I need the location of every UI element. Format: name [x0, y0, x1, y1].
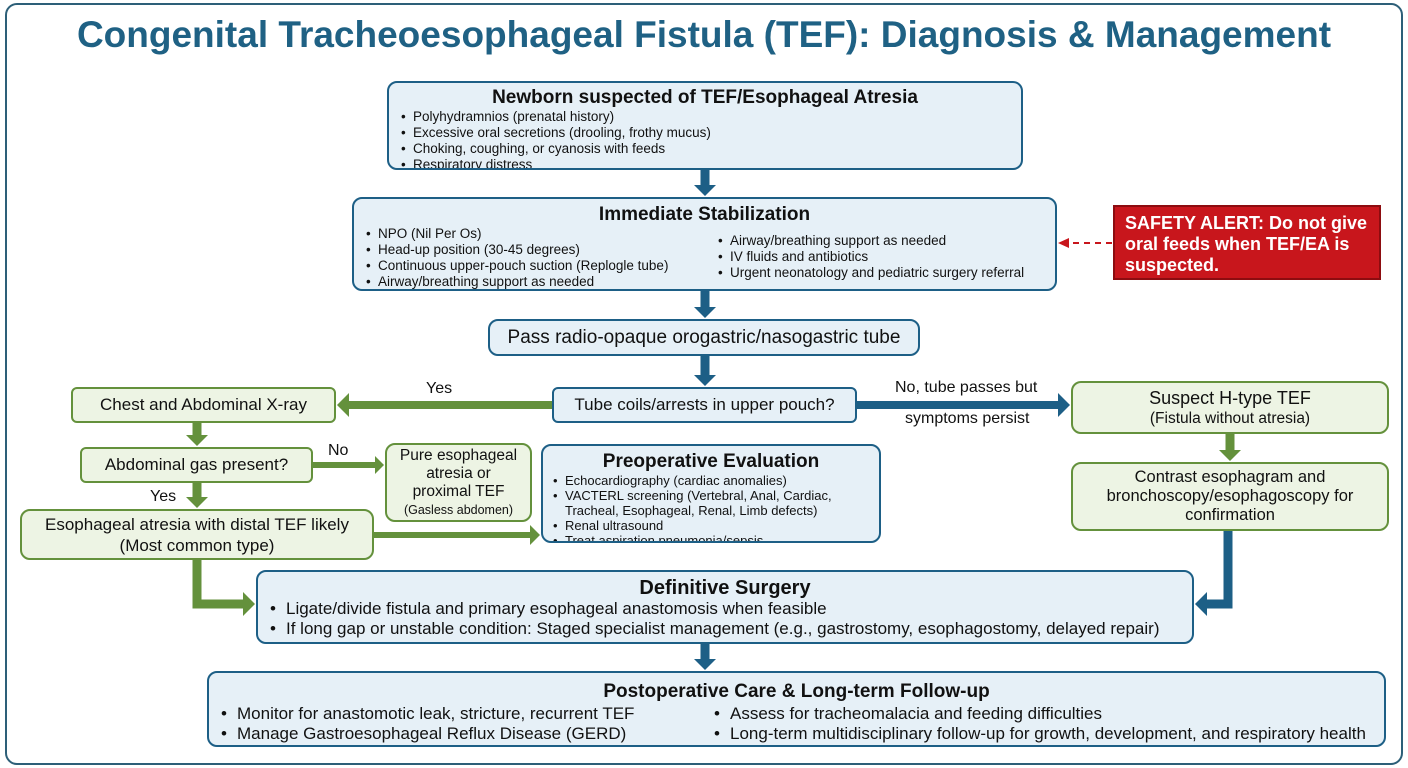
htype-title: Suspect H-type TEF — [1149, 387, 1311, 408]
list-item: If long gap or unstable condition: Stage… — [270, 619, 1192, 639]
list-item: Airway/breathing support as needed — [718, 233, 1024, 249]
safety-alert: SAFETY ALERT: Do not give oral feeds whe… — [1113, 205, 1381, 280]
arrow-tube-to-coils-head — [694, 375, 716, 386]
xray-box: Chest and Abdominal X-ray — [71, 387, 336, 423]
abdominal-gas-box: Abdominal gas present? — [80, 447, 313, 483]
arrow-stabilization-to-tube-head — [694, 307, 716, 318]
pass-tube-text: Pass radio-opaque orogastric/nasogastric… — [507, 326, 901, 348]
label-no-gas: No — [328, 442, 349, 459]
arrow-gas-to-pure-ea-head — [375, 456, 384, 474]
tube-coils-box: Tube coils/arrests in upper pouch? — [552, 387, 857, 423]
pure-ea-note: (Gasless abdomen) — [403, 502, 514, 517]
pure-ea-line2: atresia or — [426, 464, 491, 482]
postop-box: Postoperative Care & Long-term Follow-up… — [207, 671, 1386, 747]
ea-distal-box: Esophageal atresia with distal TEF likel… — [20, 509, 374, 560]
preop-item-vacterl: VACTERL screening (Vertebral, Anal, Card… — [553, 488, 879, 503]
preop-title: Preoperative Evaluation — [602, 451, 820, 472]
list-item: Monitor for anastomotic leak, stricture,… — [221, 704, 634, 724]
newborn-title: Newborn suspected of TEF/Esophageal Atre… — [492, 87, 918, 108]
safety-alert-arrow-head — [1058, 238, 1069, 248]
list-item: Choking, coughing, or cyanosis with feed… — [401, 141, 1021, 157]
arrow-coils-to-htype-head — [1058, 393, 1070, 417]
xray-text: Chest and Abdominal X-ray — [100, 395, 307, 414]
label-yes-gas: Yes — [150, 488, 177, 505]
arrow-surgery-to-postop-head — [694, 659, 716, 670]
label-symptoms-persist: symptoms persist — [905, 410, 1030, 427]
pass-tube-box: Pass radio-opaque orogastric/nasogastric… — [488, 319, 920, 356]
arrow-ea-distal-to-surgery-line — [192, 560, 243, 609]
label-yes-tube: Yes — [426, 380, 453, 397]
pure-ea-line1: Pure esophageal — [399, 446, 518, 464]
htype-box: Suspect H-type TEF (Fistula without atre… — [1071, 381, 1389, 434]
arrow-coils-to-xray-head — [337, 393, 349, 417]
preop-item-echo: Echocardiography (cardiac anomalies) — [553, 473, 879, 488]
tube-coils-text: Tube coils/arrests in upper pouch? — [574, 395, 835, 414]
pure-ea-box: Pure esophageal atresia or proximal TEF … — [385, 443, 532, 522]
arrow-htype-to-contrast-head — [1219, 450, 1241, 461]
list-item: Urgent neonatology and pediatric surgery… — [718, 265, 1024, 281]
preop-item-aspiration: Treat aspiration pneumonia/sepsis — [553, 533, 879, 541]
stabilization-box: Immediate Stabilization NPO (Nil Per Os)… — [352, 197, 1057, 291]
list-item: IV fluids and antibiotics — [718, 249, 1024, 265]
list-item: Manage Gastroesophageal Reflux Disease (… — [221, 724, 634, 744]
arrow-contrast-to-surgery-line — [1207, 531, 1233, 609]
postop-title: Postoperative Care & Long-term Follow-up — [603, 681, 990, 702]
surgery-list: Ligate/divide fistula and primary esopha… — [270, 599, 1192, 639]
ea-distal-line2: (Most common type) — [119, 535, 275, 555]
list-item: Excessive oral secretions (drooling, fro… — [401, 125, 1021, 141]
list-item: Ligate/divide fistula and primary esopha… — [270, 599, 1192, 619]
list-item: Continuous upper-pouch suction (Replogle… — [366, 258, 668, 274]
list-item: Airway/breathing support as needed — [366, 274, 668, 289]
surgery-title: Definitive Surgery — [639, 577, 811, 599]
diagram-frame — [5, 3, 1403, 765]
arrow-ea-distal-to-surgery-head — [243, 592, 255, 616]
arrow-contrast-to-surgery-head — [1195, 592, 1207, 616]
arrow-xray-to-gas-head — [186, 435, 208, 446]
label-no-tube-passes: No, tube passes but — [895, 379, 1038, 396]
list-item: Polyhydramnios (prenatal history) — [401, 109, 1021, 125]
list-item: Head-up position (30-45 degrees) — [366, 242, 668, 258]
ea-distal-line1: Esophageal atresia with distal TEF likel… — [45, 514, 349, 534]
abdominal-gas-text: Abdominal gas present? — [104, 455, 289, 474]
list-item: Long-term multidisciplinary follow-up fo… — [714, 724, 1366, 744]
newborn-box: Newborn suspected of TEF/Esophageal Atre… — [387, 81, 1023, 170]
list-item: Respiratory distress — [401, 157, 1021, 168]
newborn-list: Polyhydramnios (prenatal history)Excessi… — [401, 109, 1021, 168]
preop-item-vacterl-cont: Tracheal, Esophageal, Renal, Limb defect… — [565, 503, 818, 518]
arrow-gas-to-ea-distal-head — [186, 497, 208, 508]
htype-subtitle: (Fistula without atresia) — [1149, 409, 1311, 427]
pure-ea-line3: proximal TEF — [412, 482, 505, 500]
arrow-ea-distal-to-preop-head — [530, 525, 540, 545]
preop-item-renal: Renal ultrasound — [553, 518, 879, 533]
list-item: Assess for tracheomalacia and feeding di… — [714, 704, 1366, 724]
stabilization-title: Immediate Stabilization — [598, 204, 811, 225]
page-title: Congenital Tracheoesophageal Fistula (TE… — [76, 14, 1332, 55]
arrow-newborn-to-stabilization-head — [694, 185, 716, 196]
preop-box: Preoperative Evaluation Echocardiography… — [541, 444, 881, 543]
contrast-box: Contrast esophagram and bronchoscopy/eso… — [1071, 462, 1389, 531]
stabilization-left-list: NPO (Nil Per Os)Head-up position (30-45 … — [366, 226, 668, 289]
postop-right-list: Assess for tracheomalacia and feeding di… — [714, 704, 1366, 744]
postop-left-list: Monitor for anastomotic leak, stricture,… — [221, 704, 634, 744]
contrast-text: Contrast esophagram and bronchoscopy/eso… — [1106, 468, 1354, 524]
list-item: NPO (Nil Per Os) — [366, 226, 668, 242]
surgery-box: Definitive Surgery Ligate/divide fistula… — [256, 570, 1194, 644]
stabilization-right-list: Airway/breathing support as neededIV flu… — [718, 233, 1024, 281]
preop-list: Echocardiography (cardiac anomalies) VAC… — [553, 473, 879, 541]
